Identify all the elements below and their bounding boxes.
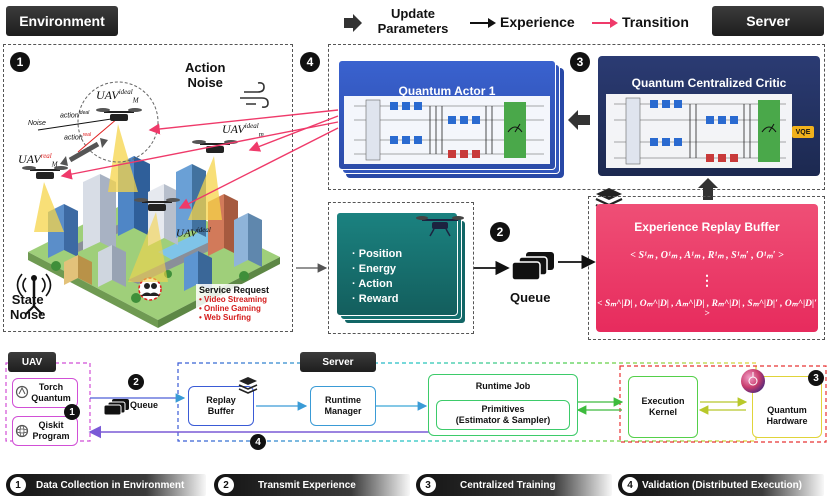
service-request-title: Service Request <box>199 285 270 295</box>
experience-item-position: · Position <box>352 248 403 260</box>
uav-ideal-right-label: UAVidealm <box>222 122 264 139</box>
execution-kernel-box: Execution Kernel <box>628 376 698 438</box>
replay-buffer-card <box>596 204 818 332</box>
buffer-to-critic-arrow-icon <box>698 178 718 200</box>
legend-step-4-label: Validation (Distributed Execution) <box>642 479 803 491</box>
actor-circuit <box>344 96 550 164</box>
bottom-step-2-badge: 2 <box>128 374 144 390</box>
experience-card <box>336 212 458 316</box>
bottom-server-tab: Server <box>300 352 376 372</box>
step-1-badge: 1 <box>10 52 30 72</box>
actor-title: Quantum Actor 1 <box>398 84 496 98</box>
uav-drone-top <box>96 108 142 121</box>
legend-step-3: 3 Centralized Training <box>416 474 612 496</box>
legend-transition: Transition <box>622 14 689 30</box>
legend-update: Update Parameters <box>377 6 449 36</box>
torch-quantum-box: Torch Quantum <box>12 378 78 408</box>
quantum-hardware-icon <box>741 369 765 393</box>
queue-icon <box>512 252 554 281</box>
critic-to-actor-arrow-icon <box>568 110 590 130</box>
bottom-queue-label: Queue <box>130 400 159 410</box>
experience-arrow-icon <box>470 18 496 28</box>
action-noise-label: Action Noise <box>185 60 226 90</box>
uav-real-label: UAVrealM <box>18 152 58 169</box>
step-2-badge: 2 <box>490 222 510 242</box>
action-ideal-label: actionideal <box>60 110 90 120</box>
server-tab: Server <box>712 6 824 36</box>
legend-step-2-label: Transmit Experience <box>258 479 356 491</box>
transition-arrow-icon <box>592 18 618 28</box>
legend-step-1: 1 Data Collection in Environment <box>6 474 206 496</box>
bottom-step-3-badge: 3 <box>808 370 824 386</box>
update-arrow-icon <box>344 14 362 32</box>
bottom-uav-tab: UAV <box>8 352 56 372</box>
legend-experience: Experience <box>500 14 575 30</box>
legend-step-1-label: Data Collection in Environment <box>36 479 185 491</box>
action-real-label: actionreal <box>64 132 92 142</box>
experience-item-reward: · Reward <box>352 293 399 305</box>
replay-buffer-row-first: < S¹ₘ , O¹ₘ , A¹ₘ , R¹ₘ , S¹ₘ′ , O¹ₘ′ > <box>630 250 784 261</box>
runtime-manager-box: Runtime Manager <box>310 386 376 426</box>
uav-ideal-top-label: UAVidealM <box>96 88 139 105</box>
legend-step-4-badge: 4 <box>622 477 638 493</box>
experience-drone-icon <box>416 216 464 237</box>
experience-item-action: · Action <box>352 278 393 290</box>
experience-panel <box>328 202 474 334</box>
service-item-gaming: • Online Gaming <box>199 304 261 313</box>
bottom-layers-icon <box>238 377 258 394</box>
bottom-replay-buffer-box: Replay Buffer <box>188 386 254 426</box>
legend-step-1-badge: 1 <box>10 477 26 493</box>
bottom-step-4-badge: 4 <box>250 434 266 450</box>
queue-label: Queue <box>510 290 551 305</box>
primitives-box: Primitives (Estimator & Sampler) <box>436 400 570 430</box>
environment-tab: Environment <box>6 6 118 36</box>
replay-buffer-row-last: < Sₘ^|D| , Oₘ^|D| , Aₘ^|D| , Rₘ^|D| , Sₘ… <box>597 299 817 319</box>
service-item-web: • Web Surfing <box>199 313 251 322</box>
torch-quantum-icon <box>15 385 29 399</box>
critic-title: Quantum Centralized Critic <box>631 76 787 90</box>
replay-buffer-title: Experience Replay Buffer <box>634 220 780 234</box>
service-request-box: Service Request • Video Streaming • Onli… <box>196 284 273 323</box>
step-3-badge: 3 <box>570 52 590 72</box>
legend-step-2-badge: 2 <box>218 477 234 493</box>
runtime-job-label: Runtime Job <box>475 381 531 391</box>
step-4-badge: 4 <box>300 52 320 72</box>
bottom-queue-icon <box>104 399 129 416</box>
legend-step-3-label: Centralized Training <box>460 479 556 491</box>
uav-ideal-bottom-label: UAVideal <box>176 226 211 240</box>
critic-circuit <box>606 94 792 168</box>
state-noise-label: State Noise <box>10 292 46 322</box>
noise-label: Noise <box>28 120 46 127</box>
experience-item-energy: · Energy <box>352 263 397 275</box>
bottom-step-1-badge: 1 <box>64 404 80 420</box>
qiskit-icon <box>15 424 29 438</box>
vqe-badge: VQE <box>792 126 814 138</box>
legend-step-4: 4 Validation (Distributed Execution) <box>618 474 824 496</box>
legend-step-3-badge: 3 <box>420 477 436 493</box>
replay-buffer-dots: ⋮ <box>700 272 714 288</box>
service-item-video: • Video Streaming <box>199 295 268 304</box>
legend-step-2: 2 Transmit Experience <box>214 474 410 496</box>
qiskit-program-box: Qiskit Program <box>12 416 78 446</box>
